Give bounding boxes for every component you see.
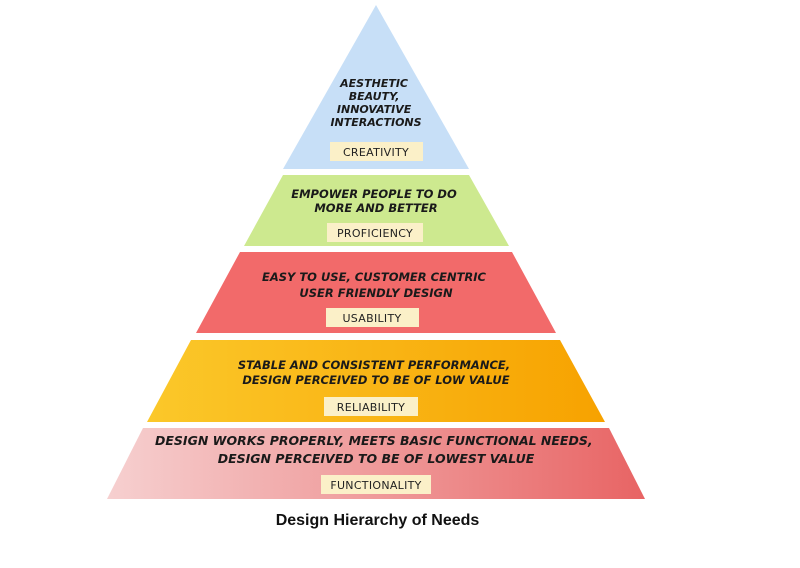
functionality-tag-box <box>321 475 431 494</box>
creativity-line-4: INTERACTIONS <box>330 116 421 129</box>
usability-line-1: EASY TO USE, CUSTOMER CENTRIC <box>262 270 487 284</box>
usability-tag-box <box>326 308 419 327</box>
reliability-description: STABLE AND CONSISTENT PERFORMANCE, DESIG… <box>238 358 514 387</box>
creativity-tag: CREATIVITY <box>343 146 409 159</box>
usability-tag: USABILITY <box>342 312 401 325</box>
proficiency-tag: PROFICIENCY <box>337 227 413 240</box>
creativity-tag-box <box>330 142 423 161</box>
proficiency-shape <box>244 175 509 246</box>
creativity-shape <box>283 5 469 169</box>
functionality-description: DESIGN WORKS PROPERLY, MEETS BASIC FUNCT… <box>155 433 597 466</box>
functionality-line-2: DESIGN PERCEIVED TO BE OF LOWEST VALUE <box>218 451 535 466</box>
usability-description: EASY TO USE, CUSTOMER CENTRIC USER FRIEN… <box>262 270 490 300</box>
diagram-caption: Design Hierarchy of Needs <box>275 512 480 529</box>
pyramid-level-usability: EASY TO USE, CUSTOMER CENTRIC USER FRIEN… <box>196 252 556 333</box>
reliability-line-2: DESIGN PERCEIVED TO BE OF LOW VALUE <box>242 373 509 387</box>
proficiency-line-2: MORE AND BETTER <box>314 201 437 215</box>
reliability-tag-box <box>324 397 418 416</box>
pyramid-level-proficiency: EMPOWER PEOPLE TO DO MORE AND BETTER PRO… <box>244 175 509 246</box>
pyramid-level-reliability: STABLE AND CONSISTENT PERFORMANCE, DESIG… <box>147 340 605 422</box>
pyramid-diagram: AESTHETIC BEAUTY, INNOVATIVE INTERACTION… <box>107 5 645 499</box>
functionality-tag: FUNCTIONALITY <box>330 479 421 492</box>
proficiency-description: EMPOWER PEOPLE TO DO MORE AND BETTER <box>291 187 461 215</box>
usability-shape <box>196 252 556 333</box>
reliability-line-1: STABLE AND CONSISTENT PERFORMANCE, <box>238 358 510 372</box>
usability-line-2: USER FRIENDLY DESIGN <box>299 286 453 300</box>
creativity-line-2: BEAUTY, <box>349 90 400 103</box>
creativity-line-1: AESTHETIC <box>339 77 408 90</box>
proficiency-line-1: EMPOWER PEOPLE TO DO <box>291 187 457 201</box>
functionality-shape <box>107 428 645 499</box>
pyramid-level-creativity: AESTHETIC BEAUTY, INNOVATIVE INTERACTION… <box>283 5 469 169</box>
reliability-tag: RELIABILITY <box>337 401 405 414</box>
proficiency-tag-box <box>327 223 423 242</box>
creativity-description: AESTHETIC BEAUTY, INNOVATIVE INTERACTION… <box>330 77 421 129</box>
functionality-line-1: DESIGN WORKS PROPERLY, MEETS BASIC FUNCT… <box>155 433 593 448</box>
creativity-line-3: INNOVATIVE <box>337 103 412 116</box>
pyramid-level-functionality: DESIGN WORKS PROPERLY, MEETS BASIC FUNCT… <box>107 428 645 499</box>
reliability-shape <box>147 340 605 422</box>
